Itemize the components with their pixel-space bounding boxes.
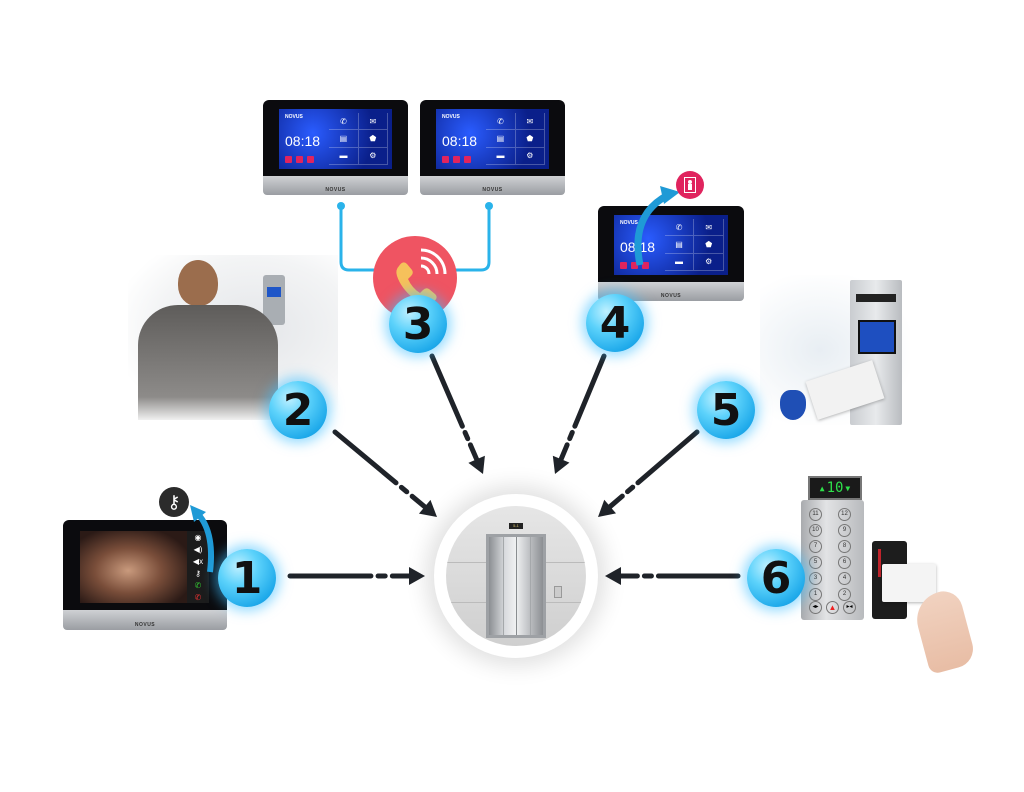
step-badge-2: 2 [269,381,327,439]
keypad-button-5[interactable]: 5 [809,556,822,569]
elevator-floor-display: 5-1 [509,523,523,529]
step-badge-4: 4 [586,294,644,352]
connector-dot-left [337,202,345,210]
step-badge-5: 5 [697,381,755,439]
keypad-button-11[interactable]: 11 [809,508,822,521]
monitor-screen: NOVUS 08:18 ✆✉▤⬟▬⚙ [279,109,392,169]
step-badge-6: 6 [747,549,805,607]
keypad-button-4[interactable]: 4 [838,572,851,585]
alarm-button[interactable]: ▲ [826,601,839,614]
keypad-button-10[interactable]: 10 [809,524,822,537]
door-open-button[interactable]: ◂▸ [809,601,822,614]
indoor-monitor-b: NOVUS 08:18 ✆✉▤⬟▬⚙ NOVUS [420,100,565,195]
keypad-button-12[interactable]: 12 [838,508,851,521]
answer-icon: ✆ [194,580,202,590]
monitor-brand: NOVUS [134,622,156,628]
screen-clock: 08:18 [442,133,478,149]
floor-number: 10 [826,480,844,496]
screen-clock: 08:18 [620,239,656,255]
rfid-keyfob [780,390,806,420]
indoor-monitor-elevator: NOVUS 08:18 ✆✉▤⬟▬⚙ NOVUS [598,206,744,301]
keypad-button-2[interactable]: 2 [838,588,851,601]
screen-logo: NOVUS [442,114,460,120]
access-card [882,564,936,602]
step-badge-3: 3 [389,295,447,353]
mute-icon: ◀x [192,556,204,566]
keypad-button-1[interactable]: 1 [809,588,822,601]
elevator-icon [676,171,704,199]
outdoor-panel [263,275,285,325]
key-icon: ⚷ [195,568,201,578]
keypad-button-7[interactable]: 7 [809,540,822,553]
volume-icon: ◀) [193,544,203,554]
video-feed [80,531,187,603]
connector-dot-right [485,202,493,210]
keypad-button-8[interactable]: 8 [838,540,851,553]
phone-call-icon [373,236,457,320]
indoor-monitor-video: ◉ ◀) ◀x ⚷ ✆ ✆ NOVUS [63,520,227,630]
monitor-brand: NOVUS [660,293,682,299]
monitor-screen: NOVUS 08:18 ✆✉▤⬟▬⚙ [614,215,728,275]
screen-clock: 08:18 [285,133,321,149]
call-controls: ◉ ◀) ◀x ⚷ ✆ ✆ [187,531,209,603]
call-button [554,586,562,598]
keypad-button-9[interactable]: 9 [838,524,851,537]
elevator-doors [486,534,546,638]
door-close-button[interactable]: ▸◂ [843,601,856,614]
monitor-brand: NOVUS [482,187,503,193]
connector-right [452,206,491,272]
floor-indicator: ▲10▼ [808,476,862,500]
keypad-button-3[interactable]: 3 [809,572,822,585]
camera-icon: ◉ [194,532,202,542]
screen-logo: NOVUS [285,114,303,120]
monitor-screen: NOVUS 08:18 ✆✉▤⬟▬⚙ [436,109,549,169]
connector-left [339,206,380,272]
elevator-image: 5-1 [446,506,586,646]
outdoor-panel-rfid [760,275,910,425]
hangup-icon: ✆ [194,592,202,602]
indoor-monitor-a: NOVUS 08:18 ✆✉▤⬟▬⚙ NOVUS [263,100,408,195]
keypad-button-6[interactable]: 6 [838,556,851,569]
screen-logo: NOVUS [620,220,638,226]
elevator-circle: 5-1 [434,494,598,658]
step-badge-1: 1 [218,549,276,607]
key-icon: ⚷ [159,487,189,517]
monitor-brand: NOVUS [325,187,346,193]
